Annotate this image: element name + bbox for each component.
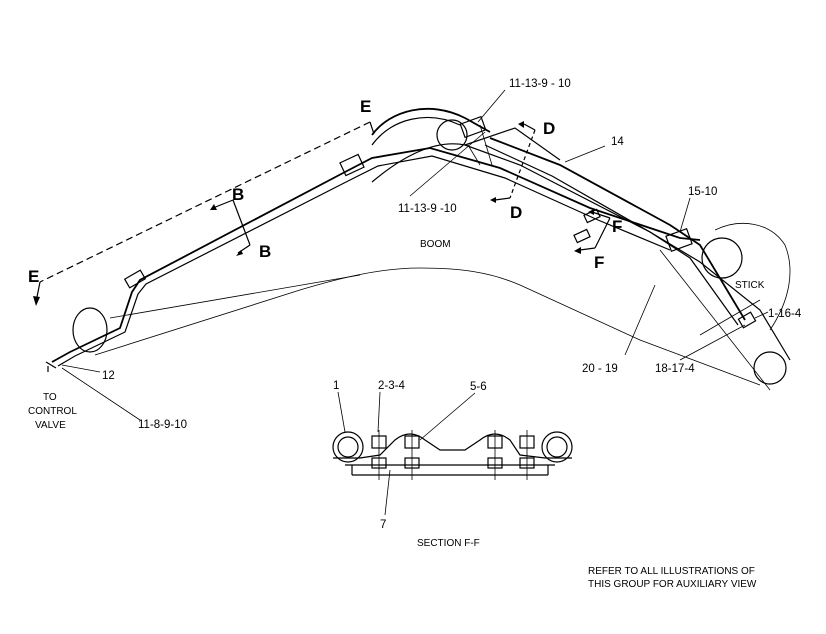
part-labels: BOOM STICK bbox=[420, 239, 765, 291]
auxiliary-note-line-2: THIS GROUP FOR AUXILIARY VIEW bbox=[588, 579, 757, 590]
leader-lines bbox=[61, 89, 769, 421]
section-mark-e-left: E bbox=[28, 267, 39, 286]
section-mark-labels: E E B B D D F F bbox=[28, 97, 622, 286]
clamps bbox=[45, 115, 757, 372]
callout-11-13-9-10-mid: 11-13-9 -10 bbox=[398, 203, 457, 215]
callout-2-3-4: 2-3-4 bbox=[378, 380, 405, 392]
stick-outline bbox=[659, 223, 791, 391]
callout-11-8-9-10: 11-8-9-10 bbox=[138, 419, 187, 431]
section-lines bbox=[33, 121, 611, 306]
section-mark-d-top: D bbox=[543, 119, 555, 138]
callout-1: 1 bbox=[333, 380, 339, 392]
hydraulic-lines bbox=[51, 107, 746, 367]
auxiliary-note: REFER TO ALL ILLUSTRATIONS OF THIS GROUP… bbox=[588, 566, 757, 590]
part-label-boom: BOOM bbox=[420, 239, 451, 250]
callout-15-10: 15-10 bbox=[688, 186, 717, 198]
section-mark-e-top: E bbox=[360, 97, 371, 116]
part-label-stick: STICK bbox=[735, 280, 765, 291]
control-valve-line-1: TO bbox=[43, 392, 57, 403]
auxiliary-note-line-1: REFER TO ALL ILLUSTRATIONS OF bbox=[588, 566, 755, 577]
callout-18-17-4: 18-17-4 bbox=[655, 363, 695, 375]
control-valve-line-2: CONTROL bbox=[28, 406, 77, 417]
callout-1-16-4: 1-16-4 bbox=[768, 308, 802, 320]
section-mark-b-bottom: B bbox=[259, 242, 271, 261]
control-valve-line-3: VALVE bbox=[35, 420, 66, 431]
callout-14: 14 bbox=[611, 136, 624, 148]
callout-5-6: 5-6 bbox=[470, 381, 487, 393]
callout-7: 7 bbox=[380, 519, 386, 531]
section-ff-detail bbox=[332, 391, 573, 516]
callout-12: 12 bbox=[102, 370, 115, 382]
section-mark-b-top: B bbox=[232, 185, 244, 204]
section-title: SECTION F-F bbox=[417, 538, 480, 549]
section-mark-d-bottom: D bbox=[510, 203, 522, 222]
callout-20-19: 20 - 19 bbox=[582, 363, 618, 375]
section-mark-f-top: F bbox=[612, 217, 622, 236]
control-valve-label: TO CONTROL VALVE bbox=[28, 392, 77, 431]
callout-labels: 11-13-9 - 10 11-13-9 -10 14 15-10 1-16-4… bbox=[102, 78, 802, 531]
callout-11-13-9-10-top: 11-13-9 - 10 bbox=[509, 78, 571, 90]
section-mark-f-bottom: F bbox=[594, 253, 604, 272]
